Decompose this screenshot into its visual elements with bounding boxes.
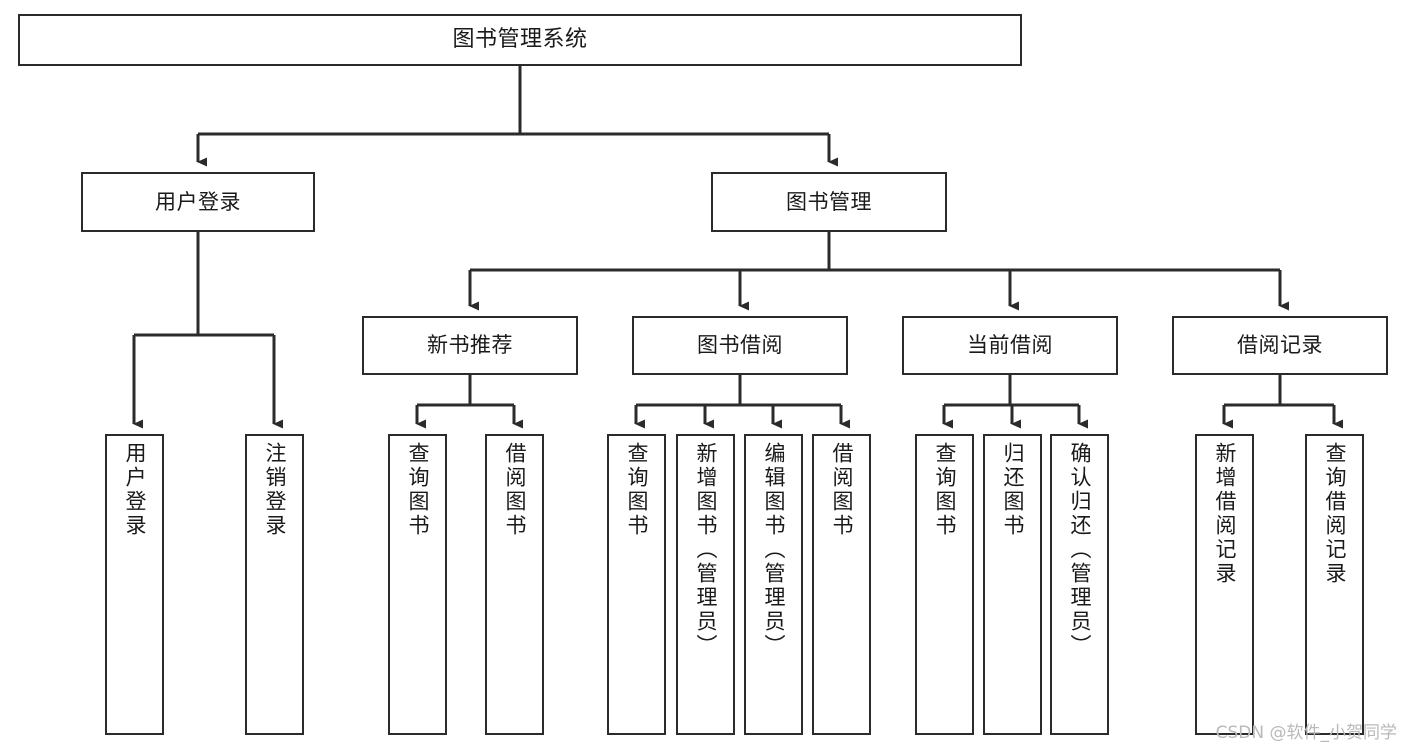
node-label: 查询借阅记录 <box>1323 442 1347 586</box>
node-label: 新书推荐 <box>427 333 513 358</box>
node-label: 查询图书 <box>933 442 957 538</box>
node-book-management[interactable]: 图书管理 <box>711 172 947 232</box>
node-label: 新增图书（管理员） <box>694 442 718 658</box>
node-label: 图书借阅 <box>697 333 783 358</box>
node-label: 当前借阅 <box>967 333 1053 358</box>
node-label: 新增借阅记录 <box>1213 442 1237 586</box>
node-label: 借阅图书 <box>503 442 527 538</box>
node-book-management-system[interactable]: 图书管理系统 <box>18 14 1022 66</box>
node-label: 借阅记录 <box>1237 333 1323 358</box>
node-borrow-record[interactable]: 借阅记录 <box>1172 316 1388 375</box>
node-leaf-query-book-recommend[interactable]: 查询图书 <box>388 434 447 735</box>
watermark-text: CSDN @软件_小贺同学 <box>1215 723 1397 743</box>
node-label: 借阅图书 <box>830 442 854 538</box>
node-new-book-recommend[interactable]: 新书推荐 <box>362 316 578 375</box>
node-label: 用户登录 <box>155 189 241 214</box>
node-current-borrow[interactable]: 当前借阅 <box>902 316 1118 375</box>
node-leaf-query-book-current[interactable]: 查询图书 <box>915 434 974 735</box>
node-leaf-query-book-borrow[interactable]: 查询图书 <box>607 434 666 735</box>
node-leaf-borrow-book-recommend[interactable]: 借阅图书 <box>485 434 544 735</box>
node-label: 图书管理 <box>786 189 872 214</box>
node-leaf-borrow-book[interactable]: 借阅图书 <box>812 434 871 735</box>
node-leaf-return-book[interactable]: 归还图书 <box>983 434 1042 735</box>
node-leaf-confirm-return[interactable]: 确认归还（管理员） <box>1050 434 1109 735</box>
node-label: 编辑图书（管理员） <box>762 442 786 658</box>
node-book-borrow[interactable]: 图书借阅 <box>632 316 848 375</box>
node-leaf-user-login[interactable]: 用户登录 <box>105 434 164 735</box>
node-label: 查询图书 <box>625 442 649 538</box>
node-label: 查询图书 <box>406 442 430 538</box>
node-leaf-add-borrow-record[interactable]: 新增借阅记录 <box>1195 434 1254 735</box>
node-leaf-query-borrow-record[interactable]: 查询借阅记录 <box>1305 434 1364 735</box>
node-label: 归还图书 <box>1001 442 1025 538</box>
node-leaf-logout[interactable]: 注销登录 <box>245 434 304 735</box>
node-label: 图书管理系统 <box>452 27 588 53</box>
node-label: 注销登录 <box>263 442 287 538</box>
node-leaf-edit-book[interactable]: 编辑图书（管理员） <box>744 434 803 735</box>
node-label: 确认归还（管理员） <box>1068 442 1092 658</box>
node-label: 用户登录 <box>123 442 147 538</box>
node-user-login[interactable]: 用户登录 <box>81 172 315 232</box>
node-leaf-add-book[interactable]: 新增图书（管理员） <box>676 434 735 735</box>
